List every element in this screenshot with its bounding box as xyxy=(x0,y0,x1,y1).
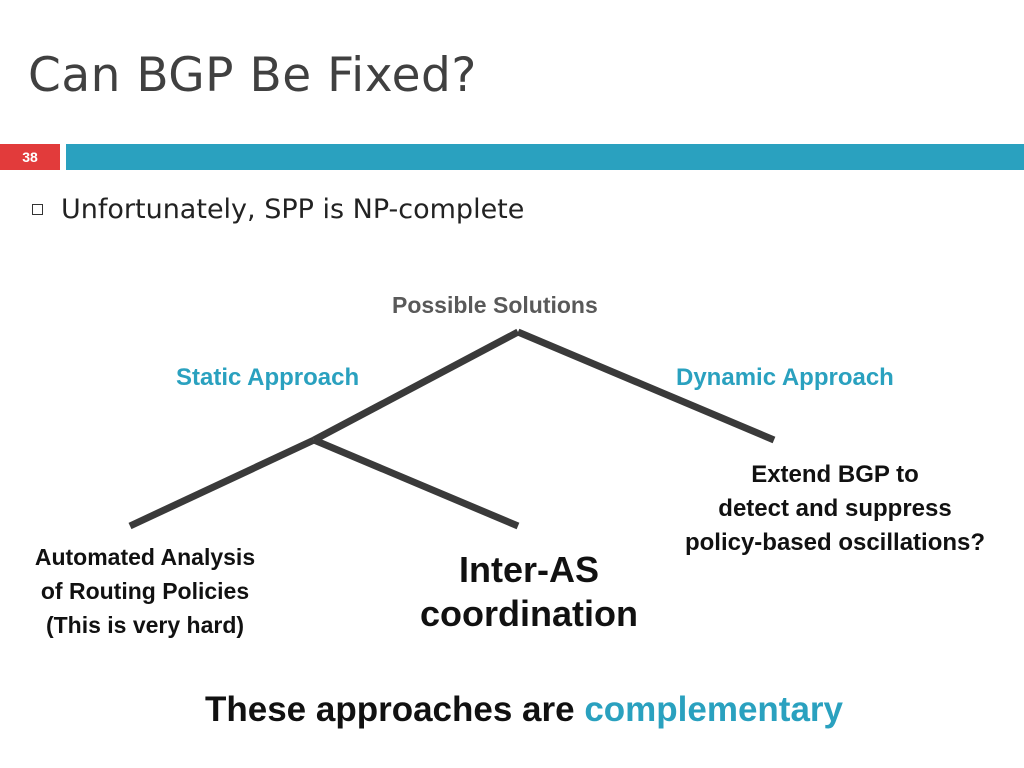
footer-accent-word: complementary xyxy=(584,690,844,729)
inter-as-line: coordination xyxy=(420,593,638,634)
slide-title: Can BGP Be Fixed? xyxy=(28,48,477,103)
edge-root-to-static xyxy=(312,328,520,444)
edge-static-to-automated-analysis xyxy=(128,436,316,530)
root-node-label: Possible Solutions xyxy=(392,292,598,318)
extend-bgp-line: detect and suppress xyxy=(718,495,952,522)
edge-root-to-dynamic xyxy=(516,328,776,444)
extend-bgp-line: Extend BGP to xyxy=(751,461,919,488)
automated-analysis-line: of Routing Policies xyxy=(40,578,250,604)
automated-analysis-line: Automated Analysis xyxy=(34,544,256,570)
inter-as-line: Inter-AS xyxy=(458,549,599,590)
square-bullet-icon xyxy=(32,204,43,215)
static-approach-label: Static Approach xyxy=(176,364,360,391)
automated-analysis-leaf: Automated Analysis of Routing Policies (… xyxy=(0,540,290,642)
footer-prefix: These approaches are xyxy=(204,690,585,729)
title-divider-bar xyxy=(66,144,1024,170)
automated-analysis-line: (This is very hard) xyxy=(45,612,245,638)
slide-number: 38 xyxy=(0,144,60,170)
dynamic-approach-label: Dynamic Approach xyxy=(676,364,894,391)
bullet-text: Unfortunately, SPP is NP-complete xyxy=(61,194,525,225)
bullet-item: Unfortunately, SPP is NP-complete xyxy=(32,194,524,225)
extend-bgp-line: policy-based oscillations? xyxy=(684,529,986,556)
footer-statement: These approaches are complementary xyxy=(0,690,1024,730)
edge-static-to-inter-as xyxy=(312,436,520,530)
extend-bgp-leaf: Extend BGP to detect and suppress policy… xyxy=(650,458,1020,560)
inter-as-leaf: Inter-AS coordination xyxy=(398,548,660,636)
